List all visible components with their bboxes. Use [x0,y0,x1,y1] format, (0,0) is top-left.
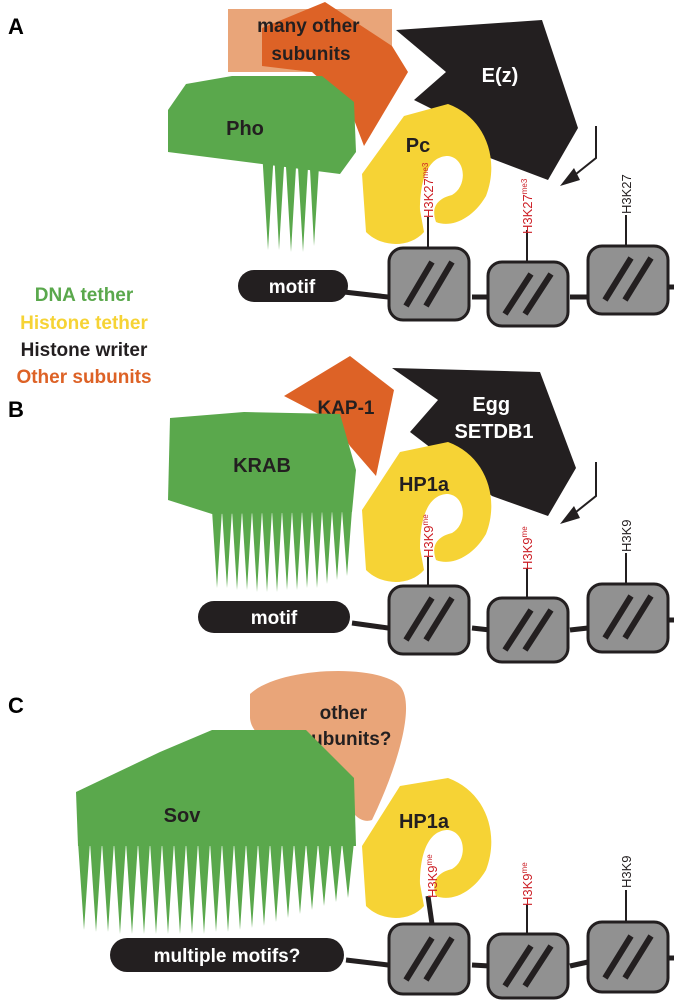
panel-c-tether-sov [76,730,356,846]
panel-b-dna [351,617,674,633]
panel-c-dna [345,955,674,969]
panel-b-nucleosome-3 [586,553,670,654]
panel-a-tether-prongs [262,150,320,252]
panel-a-writer-label: E(z) [482,65,519,87]
panel-c-nucleosome-3 [586,890,670,994]
panel-a-tether-label: Pho [226,118,264,140]
panel-a-mark-3: H3K27 [619,174,634,214]
panel-a-writer-ez [396,20,578,180]
panel-a-reader-label: Pc [406,135,430,157]
panel-b-motif-label: motif [251,608,298,629]
panel-b-mark-2: H3K9me [520,526,535,570]
panel-b-tether-prongs [212,510,352,592]
panel-b-writer-setdb1 [392,368,576,516]
panel-a-motif [238,270,348,302]
panel-a-reader-pc [362,104,492,244]
panel-b-tether-krab [168,412,356,514]
panel-a-subunits-line1: many other [257,16,360,37]
panel-a-nucleosome-3 [586,215,670,316]
panel-c-other-subunits [250,671,407,821]
panel-b-subunits-label: KAP-1 [317,398,374,419]
panel-b: B KAP-1 Egg SETDB1 KRAB HP1a motif [8,356,674,664]
panel-b-writer-label: Egg SETDB1 [455,394,534,443]
panel-c-tether-prongs [78,842,354,934]
panel-b-reader-label: HP1a [399,474,450,496]
legend-other-subunits: Other subunits [16,367,151,388]
panel-c-reader-hp1a [362,778,492,918]
panel-a-subunits-label: many other subunits [257,16,365,65]
panel-a-mark-1: H3K27me3 [421,162,436,218]
panel-c: C other subunits? Sov HP1a multiple moti… [8,671,674,1000]
panel-c-mark-3: H3K9 [619,855,634,888]
panel-c-subunits-label: other subunits? [301,703,392,750]
panel-a-other-subunits-front [262,2,408,146]
legend-histone-tether: Histone tether [20,313,148,334]
panel-a: A many other subunits E(z) Pho Pc motif [8,2,674,328]
legend: DNA tether Histone tether Histone writer… [16,285,151,388]
panel-c-motif [110,938,344,972]
panel-c-tether-label: Sov [164,805,202,827]
panel-b-nucleosome-1 [387,557,471,656]
panel-b-letter: B [8,397,24,422]
panel-b-mark-3: H3K9 [619,519,634,552]
panel-b-writer-arrow-head [560,506,580,524]
panel-a-letter: A [8,14,24,39]
panel-a-subunits-line2: subunits [271,44,350,65]
panel-b-tether-label: KRAB [233,455,291,477]
legend-histone-writer: Histone writer [21,340,148,361]
panel-a-nucleosome-1 [387,217,471,322]
panel-c-motif-label: multiple motifs? [154,946,301,967]
panel-b-mark-1: H3K9me [421,514,436,558]
panel-b-nucleosome-2 [486,568,570,664]
panel-a-tether-pho [168,76,356,174]
panel-c-nucleosome-2 [486,904,570,1000]
panel-b-reader-hp1a [362,442,492,582]
panel-c-mark-2: H3K9me [520,862,535,906]
panel-a-nucleosome-2 [486,230,570,328]
panel-b-motif [198,601,350,633]
panel-a-writer-arrow-head [560,168,580,186]
panel-a-motif-label: motif [269,277,316,298]
panel-c-nucleosome-1 [387,895,471,996]
panel-c-reader-label: HP1a [399,811,450,833]
panel-c-mark-1: H3K9me [425,854,440,898]
legend-dna-tether: DNA tether [35,285,134,306]
panel-c-letter: C [8,693,24,718]
panel-a-mark-2: H3K27me3 [520,178,535,234]
